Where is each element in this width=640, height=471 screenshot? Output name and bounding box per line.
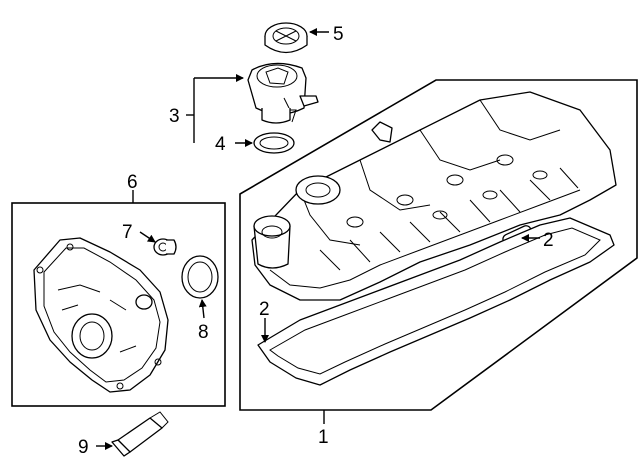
valve-cover (251, 91, 617, 301)
sealant-tube (111, 411, 169, 457)
leader-7 (139, 231, 156, 243)
callout-8: 8 (198, 322, 209, 343)
timing-cover-box (11, 202, 226, 407)
valve-cover-box (239, 79, 638, 411)
small-seal (153, 238, 177, 256)
callout-4: 4 (215, 134, 226, 155)
filler-o-ring (253, 132, 295, 154)
oil-filler-neck (247, 62, 319, 124)
callout-6: 6 (127, 172, 138, 193)
callout-3: 3 (169, 106, 180, 127)
timing-cover (33, 237, 169, 393)
callout-7: 7 (122, 222, 133, 243)
callout-5: 5 (333, 24, 344, 45)
oil-filler-cap (264, 22, 308, 54)
valve-cover-gasket (257, 217, 615, 386)
callout-2b: 2 (259, 299, 270, 320)
leader-8 (198, 299, 207, 319)
crankshaft-seal (181, 255, 219, 299)
callout-9: 9 (78, 437, 89, 458)
callout-1: 1 (318, 427, 329, 448)
callout-2a: 2 (543, 230, 554, 251)
